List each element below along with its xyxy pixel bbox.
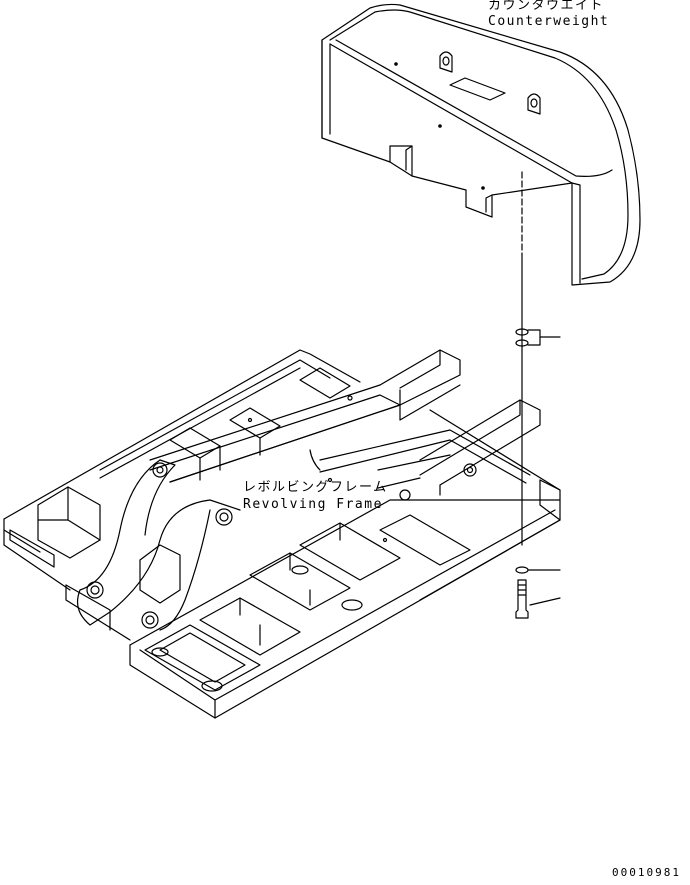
counterweight-drawing [321, 3, 641, 286]
counterweight-label-en: Counterweight [488, 14, 610, 29]
document-number: 00010981 [612, 866, 681, 879]
counterweight-label-ja: カウンタウエイト [488, 0, 605, 13]
revolving-frame-label-ja: レボルビングフレーム [243, 480, 388, 495]
revolving-frame-label-en: Revolving Frame [243, 497, 383, 512]
revolving-frame-drawing [3, 349, 561, 719]
fastener-callouts [515, 254, 561, 619]
